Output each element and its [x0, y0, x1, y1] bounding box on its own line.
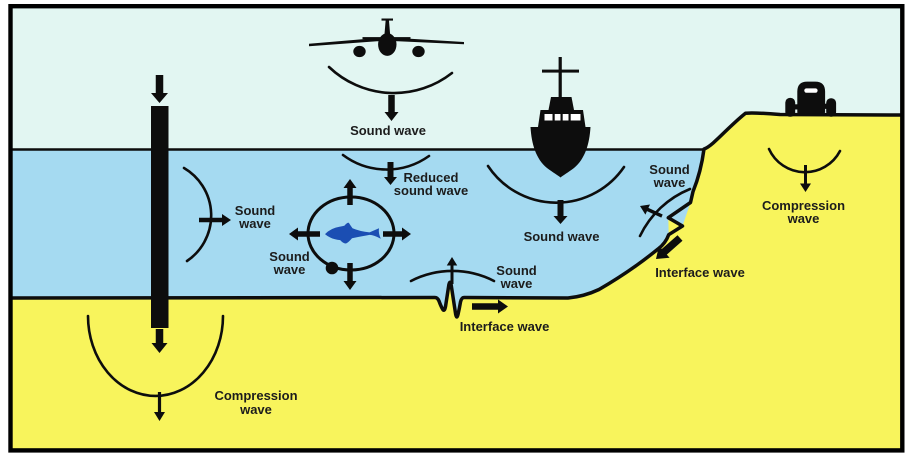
fish-left-arrow [289, 227, 320, 241]
label-land-compression-wave: Compression wave [761, 197, 846, 227]
label-slope-sound-wave: Sound wave [649, 161, 690, 191]
slope-small-arrow [640, 204, 663, 218]
ship-window-divider [552, 114, 555, 121]
truck-wheel-right [826, 98, 837, 117]
ship-mast [558, 57, 562, 97]
pile-top-arrow [151, 75, 168, 103]
pile-compression-arrow [154, 392, 165, 421]
slope-interface-arrow [656, 235, 683, 259]
plane-sound-arc [327, 65, 454, 95]
fish-right-arrow [383, 227, 411, 241]
pile-sound-arrow [199, 214, 231, 226]
airplane-fin-cap [381, 18, 393, 21]
truck-windshield [804, 88, 818, 93]
pile [151, 106, 169, 328]
label-plane-sound-wave: Sound wave [350, 123, 426, 139]
airplane-engine-right [412, 45, 425, 58]
silhouettes [151, 18, 837, 328]
pile-compression-arc [86, 314, 225, 398]
airplane-fin [384, 18, 391, 37]
plane-down-arrow [384, 95, 399, 121]
ship-hull [530, 127, 591, 178]
airplane [309, 18, 464, 58]
truck-axle-left [793, 104, 799, 110]
pile-bottom-arrow [151, 329, 168, 353]
slope-sound-arc [638, 187, 692, 238]
airplane-engine-left [353, 45, 366, 58]
ship [530, 57, 591, 178]
ship-sound-arc [486, 164, 626, 204]
fish-circle-dot [325, 261, 339, 275]
truck-compression-arc [767, 147, 842, 174]
ship-window-divider [560, 114, 563, 121]
ship-down-arrow [553, 200, 568, 224]
truck-compression-arrow [800, 165, 811, 192]
seabed-region [11, 113, 902, 452]
label-reduced-sound-wave: Reduced sound wave [393, 169, 469, 199]
fish-down-arrow [343, 263, 357, 290]
arrows [151, 75, 811, 421]
truck-wheel-left [785, 97, 796, 117]
frame-border [8, 3, 905, 453]
label-pile-sound-wave: Sound wave [234, 202, 276, 232]
label-ship-sound-wave: Sound wave [523, 229, 600, 245]
seabed-up-arrow [446, 257, 458, 284]
truck [785, 81, 837, 117]
ship-window-divider [568, 114, 571, 121]
truck-axle-right [823, 103, 829, 109]
ship-funnel [548, 97, 574, 110]
fish-up-arrow [343, 179, 357, 205]
label-seabed-interface-wave: Interface wave [459, 318, 550, 334]
interface-right-arrow [472, 299, 508, 314]
ship-mast-crossbar [542, 69, 579, 73]
fish [325, 222, 381, 244]
label-seabed-sound-wave: Sound wave [496, 262, 537, 292]
label-slope-interface-wave: Interface wave [655, 265, 745, 281]
label-fish-sound-wave: Sound wave [269, 248, 310, 278]
airplane-fuselage [378, 33, 397, 56]
truck-cab [797, 81, 826, 114]
pile-sound-arc [182, 166, 213, 263]
seabed-boundary-line [9, 111, 904, 319]
slope-notch-sliver [668, 217, 683, 235]
airplane-wings [309, 38, 464, 47]
reduced-sound-arc [341, 153, 431, 171]
label-pile-compression-wave: Compression wave [214, 388, 298, 417]
reduced-down-arrow [384, 162, 397, 185]
